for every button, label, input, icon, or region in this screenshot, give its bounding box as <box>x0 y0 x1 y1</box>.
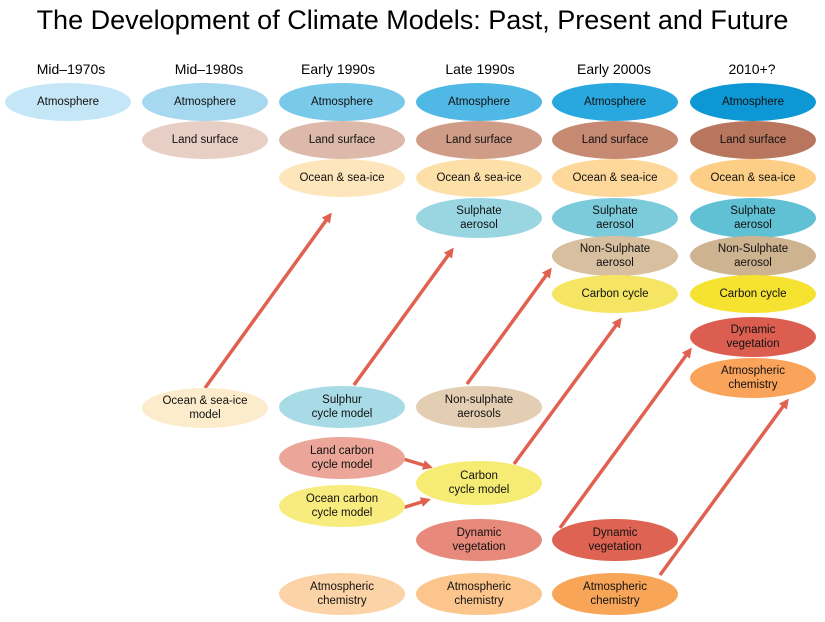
column-header-mid-1970s: Mid–1970s <box>36 61 106 77</box>
sulphate-aerosol-node: Sulphate aerosol <box>416 198 542 238</box>
column-header-late-1990s: Late 1990s <box>445 61 515 77</box>
sulphur-cycle-model-node: Sulphur cycle model <box>279 386 405 428</box>
ocean-sea-ice-node: Ocean & sea-ice <box>416 159 542 197</box>
arrow-carbon-cycle-model <box>512 317 622 466</box>
column-header-early-2000s: Early 2000s <box>577 61 651 77</box>
atmosphere-node: Atmosphere <box>690 83 816 121</box>
atmospheric-chemistry-node: Atmospheric chemistry <box>279 573 405 615</box>
atmospheric-chemistry-node: Atmospheric chemistry <box>416 573 542 615</box>
land-carbon-cycle-model-node: Land carbon cycle model <box>279 437 405 479</box>
atmosphere-node: Atmosphere <box>552 83 678 121</box>
ocean-sea-ice-node: Ocean & sea-ice <box>552 159 678 197</box>
arrow-dynamic-vegetation <box>558 347 692 530</box>
land-surface-node: Land surface <box>142 121 268 159</box>
ocean-sea-ice-node: Ocean & sea-ice <box>690 159 816 197</box>
land-surface-node: Land surface <box>690 121 816 159</box>
non-sulphate-aerosol-node: Non-Sulphate aerosol <box>552 236 678 276</box>
arrow-ocean-carbon <box>401 497 431 510</box>
non-sulphate-aerosols-node: Non-sulphate aerosols <box>416 386 542 428</box>
atmosphere-node: Atmosphere <box>279 83 405 121</box>
atmosphere-node: Atmosphere <box>142 83 268 121</box>
dynamic-vegetation-node: Dynamic vegetation <box>552 519 678 561</box>
atmosphere-node: Atmosphere <box>416 83 542 121</box>
non-sulphate-aerosol-node: Non-Sulphate aerosol <box>690 236 816 276</box>
land-surface-node: Land surface <box>416 121 542 159</box>
ocean-sea-ice-model-node: Ocean & sea-ice model <box>142 388 268 428</box>
column-header-2010: 2010+? <box>728 61 776 77</box>
diagram-title: The Development of Climate Models: Past,… <box>36 5 789 35</box>
arrow-ocean-model <box>203 212 332 390</box>
atmospheric-chemistry-node: Atmospheric chemistry <box>690 358 816 398</box>
sulphate-aerosol-node: Sulphate aerosol <box>690 198 816 238</box>
atmosphere-node: Atmosphere <box>5 83 131 121</box>
dynamic-vegetation-node: Dynamic vegetation <box>690 317 816 357</box>
land-surface-node: Land surface <box>279 121 405 159</box>
carbon-cycle-node: Carbon cycle <box>552 275 678 313</box>
carbon-cycle-model-node: Carbon cycle model <box>416 461 542 505</box>
ocean-carbon-cycle-model-node: Ocean carbon cycle model <box>279 485 405 527</box>
column-header-early-1990s: Early 1990s <box>301 61 375 77</box>
carbon-cycle-node: Carbon cycle <box>690 275 816 313</box>
arrow-sulphur-model <box>352 247 454 387</box>
atmospheric-chemistry-node: Atmospheric chemistry <box>552 573 678 615</box>
dynamic-vegetation-node: Dynamic vegetation <box>416 519 542 561</box>
column-header-mid-1980s: Mid–1980s <box>174 61 244 77</box>
land-surface-node: Land surface <box>552 121 678 159</box>
ocean-sea-ice-node: Ocean & sea-ice <box>279 159 405 197</box>
arrow-nonsulphate-aerosols <box>465 267 552 386</box>
arrow-atmospheric-chemistry <box>658 398 789 577</box>
sulphate-aerosol-node: Sulphate aerosol <box>552 198 678 238</box>
